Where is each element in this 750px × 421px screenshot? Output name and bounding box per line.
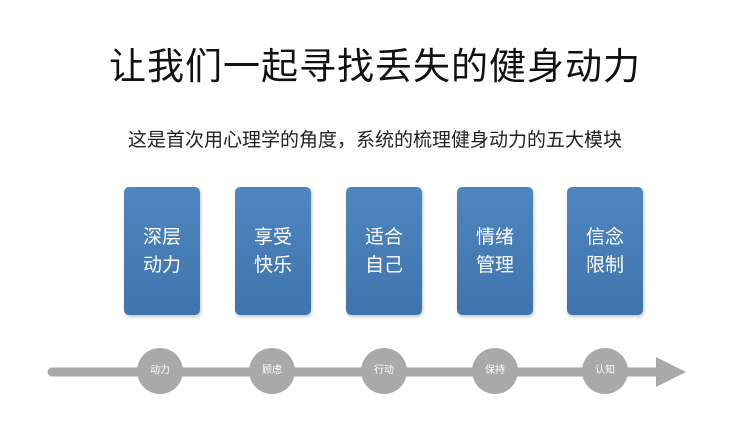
module-card-2-label: 享受快乐 [253,226,292,276]
timeline-step-3-label: 行动 [374,365,394,376]
module-card-1-label: 深层动力 [142,226,181,276]
timeline-step-4-label: 保持 [485,365,505,376]
module-card-3: 适合自己 [346,187,422,315]
timeline-step-5-label: 认知 [595,365,615,376]
module-card-5: 信念限制 [567,187,643,315]
module-card-4: 情绪管理 [457,187,533,315]
module-card-2: 享受快乐 [235,187,311,315]
module-card-1: 深层动力 [124,187,200,315]
module-card-5-label: 信念限制 [585,226,624,276]
timeline-step-1-label: 动力 [150,365,170,376]
timeline-step-1: 动力 [137,348,183,394]
timeline-step-2: 顾虑 [249,348,295,394]
module-card-3-label: 适合自己 [364,226,403,276]
timeline-step-5: 认知 [582,348,628,394]
timeline-step-3: 行动 [361,348,407,394]
timeline-step-2-label: 顾虑 [262,365,282,376]
page-title: 让我们一起寻找丢失的健身动力 [109,45,641,88]
page-subtitle: 这是首次用心理学的角度，系统的梳理健身动力的五大模块 [127,129,622,151]
module-card-4-label: 情绪管理 [475,226,514,276]
timeline-step-4: 保持 [472,348,518,394]
timeline-arrowhead [656,357,686,387]
